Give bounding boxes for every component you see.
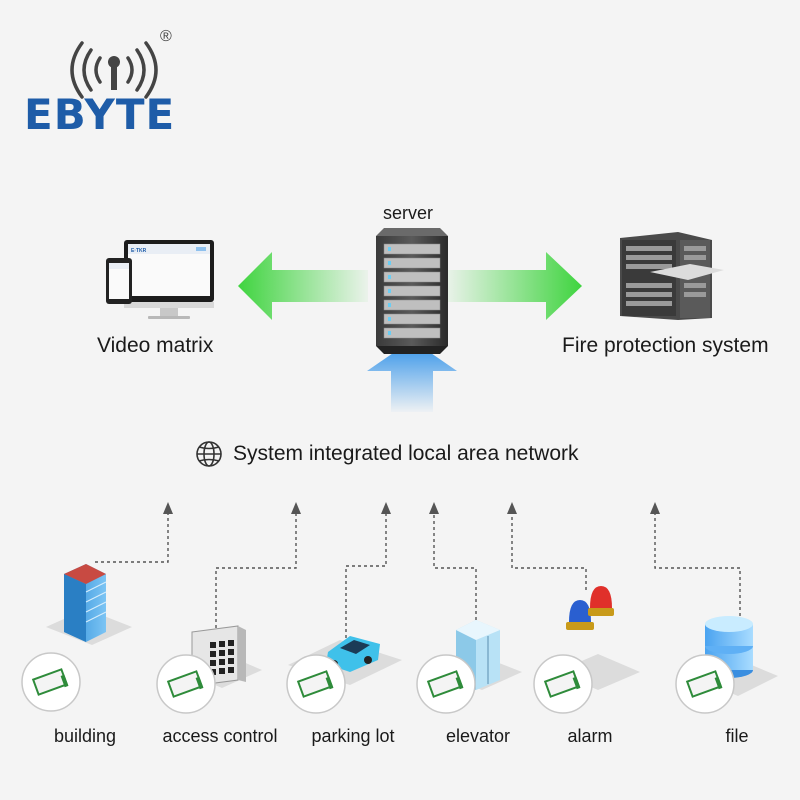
fire-protection-cabinet-icon [620, 232, 724, 320]
car-icon [326, 636, 380, 672]
registered-mark: ® [160, 28, 172, 45]
logo-signal-icon [70, 41, 158, 99]
logo-antenna-icon [108, 56, 120, 90]
connector-lines [95, 512, 741, 650]
network-caption: System integrated local area network [195, 440, 579, 468]
brand-name: EBYTE [24, 90, 176, 139]
module-badge-file [675, 654, 735, 714]
device-label-alarm: alarm [567, 726, 613, 746]
monitor-icon: E·TKR [124, 240, 214, 319]
module-badge-access-control [156, 654, 216, 714]
fire-protection-label: Fire protection system [562, 334, 769, 357]
module-badge-building [21, 652, 81, 712]
device-label-elevator: elevator [445, 726, 511, 746]
arrow-to-video-matrix [238, 252, 368, 320]
phone-icon [106, 258, 132, 304]
floor-tiles [46, 609, 778, 696]
module-badge-elevator [416, 654, 476, 714]
module-badge-parking-lot [286, 654, 346, 714]
device-label-access-control: access control [162, 726, 278, 746]
server-rack-icon [376, 228, 448, 354]
connector-arrowheads [163, 502, 660, 514]
arrow-to-fire-system [446, 252, 582, 320]
building-icon [64, 564, 107, 642]
device-label-building: building [53, 726, 117, 746]
video-matrix-label: Video matrix [97, 334, 214, 357]
globe-icon [196, 441, 222, 467]
server-label: server [383, 203, 434, 223]
device-label-parking-lot: parking lot [311, 726, 395, 746]
monitor-brand-text: E·TKR [131, 248, 147, 254]
module-badges [21, 652, 735, 714]
module-badge-alarm [533, 654, 593, 714]
arrow-up-to-server [367, 340, 457, 412]
brand-logo: ® EBYTE [22, 28, 222, 139]
device-label-file: file [725, 726, 749, 746]
siren-icon [566, 586, 614, 630]
network-label: System integrated local area network [233, 442, 579, 465]
